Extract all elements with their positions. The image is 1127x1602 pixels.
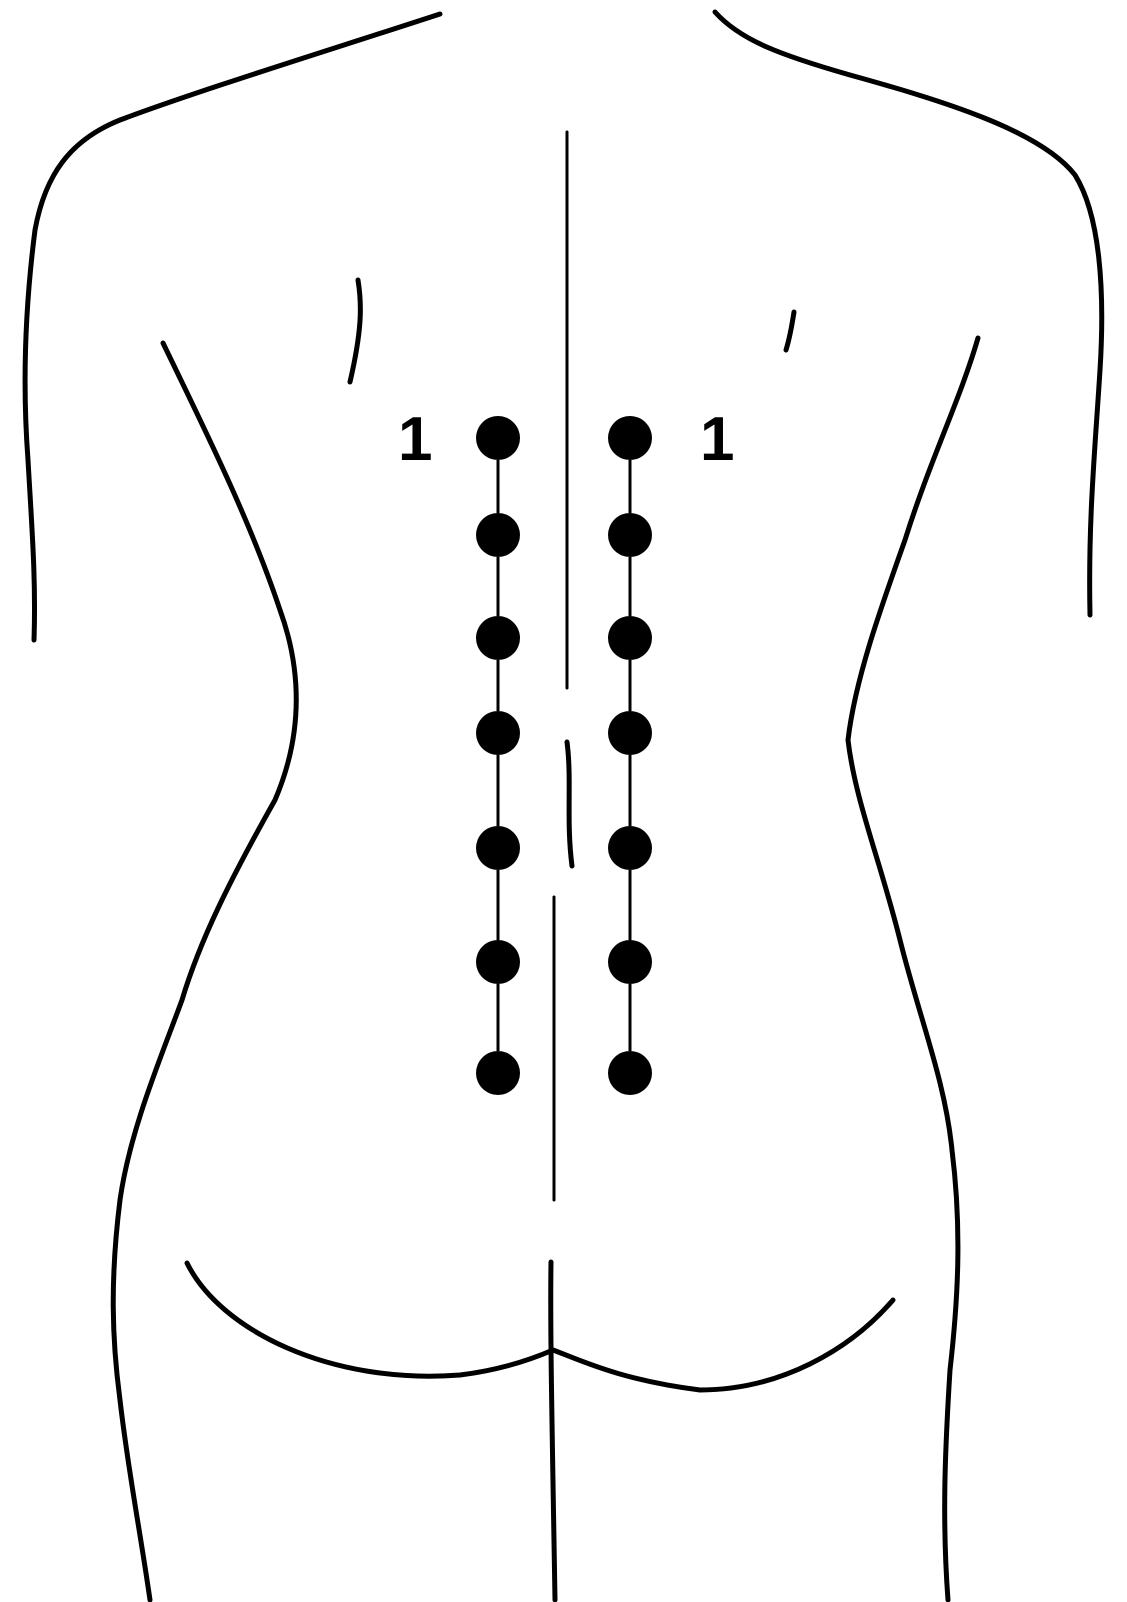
right-acupoint-2 [608,513,652,557]
left-acupoint-3 [476,616,520,660]
left-top-point-label: 1 [398,405,432,474]
right-acupoint-1 [608,416,652,460]
spine-line-middle [567,742,572,866]
gluteal-cleft [551,1262,555,1600]
spine-midline [554,132,572,1200]
left-acupoint-4 [476,711,520,755]
left-acupoint-7 [476,1051,520,1095]
right-acupoint-4 [608,711,652,755]
left-shoulder-and-arm-outline [25,14,440,640]
left-acupoint-5 [476,826,520,870]
right-acupoint-6 [608,940,652,984]
left-torso-side-outline [113,343,296,1600]
left-scapula-mark [350,280,360,382]
buttocks-curve [187,1263,893,1390]
body-outline [25,12,1102,1600]
right-acupoint-5 [608,826,652,870]
left-acupoint-2 [476,513,520,557]
left-acupoint-6 [476,940,520,984]
right-scapula-mark [786,312,794,350]
right-torso-side-outline [848,338,978,1600]
left-acupoint-1 [476,416,520,460]
right-acupoint-7 [608,1051,652,1095]
right-top-point-label: 1 [700,405,734,474]
acupoint-columns [476,416,652,1095]
right-acupoint-3 [608,616,652,660]
